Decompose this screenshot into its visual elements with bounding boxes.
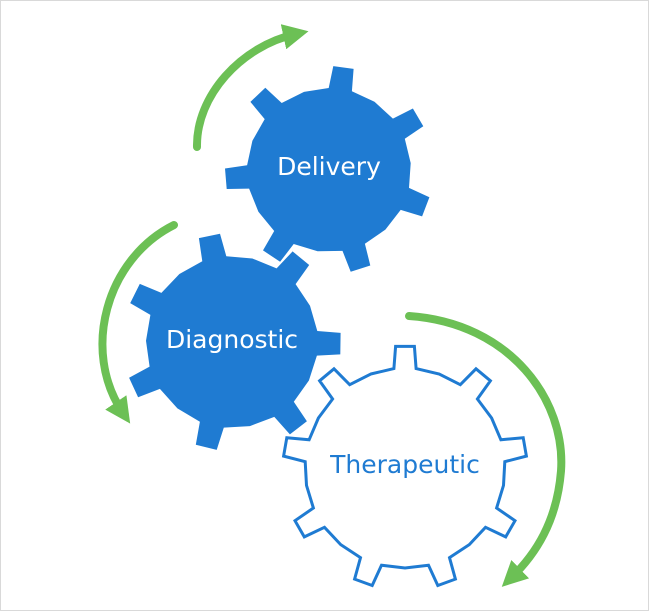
therapeutic-cycle-arrow <box>405 312 566 587</box>
delivery-cycle-arrow <box>192 24 309 151</box>
diagnostic-gear <box>129 233 341 450</box>
therapeutic-gear-label: Therapeutic <box>329 450 480 479</box>
delivery-gear-label: Delivery <box>277 152 381 181</box>
delivery-gear <box>225 66 430 272</box>
diagnostic-gear-label: Diagnostic <box>166 325 298 354</box>
diagnostic-cycle-arrow <box>98 221 178 424</box>
therapeutic-gear <box>281 344 529 588</box>
